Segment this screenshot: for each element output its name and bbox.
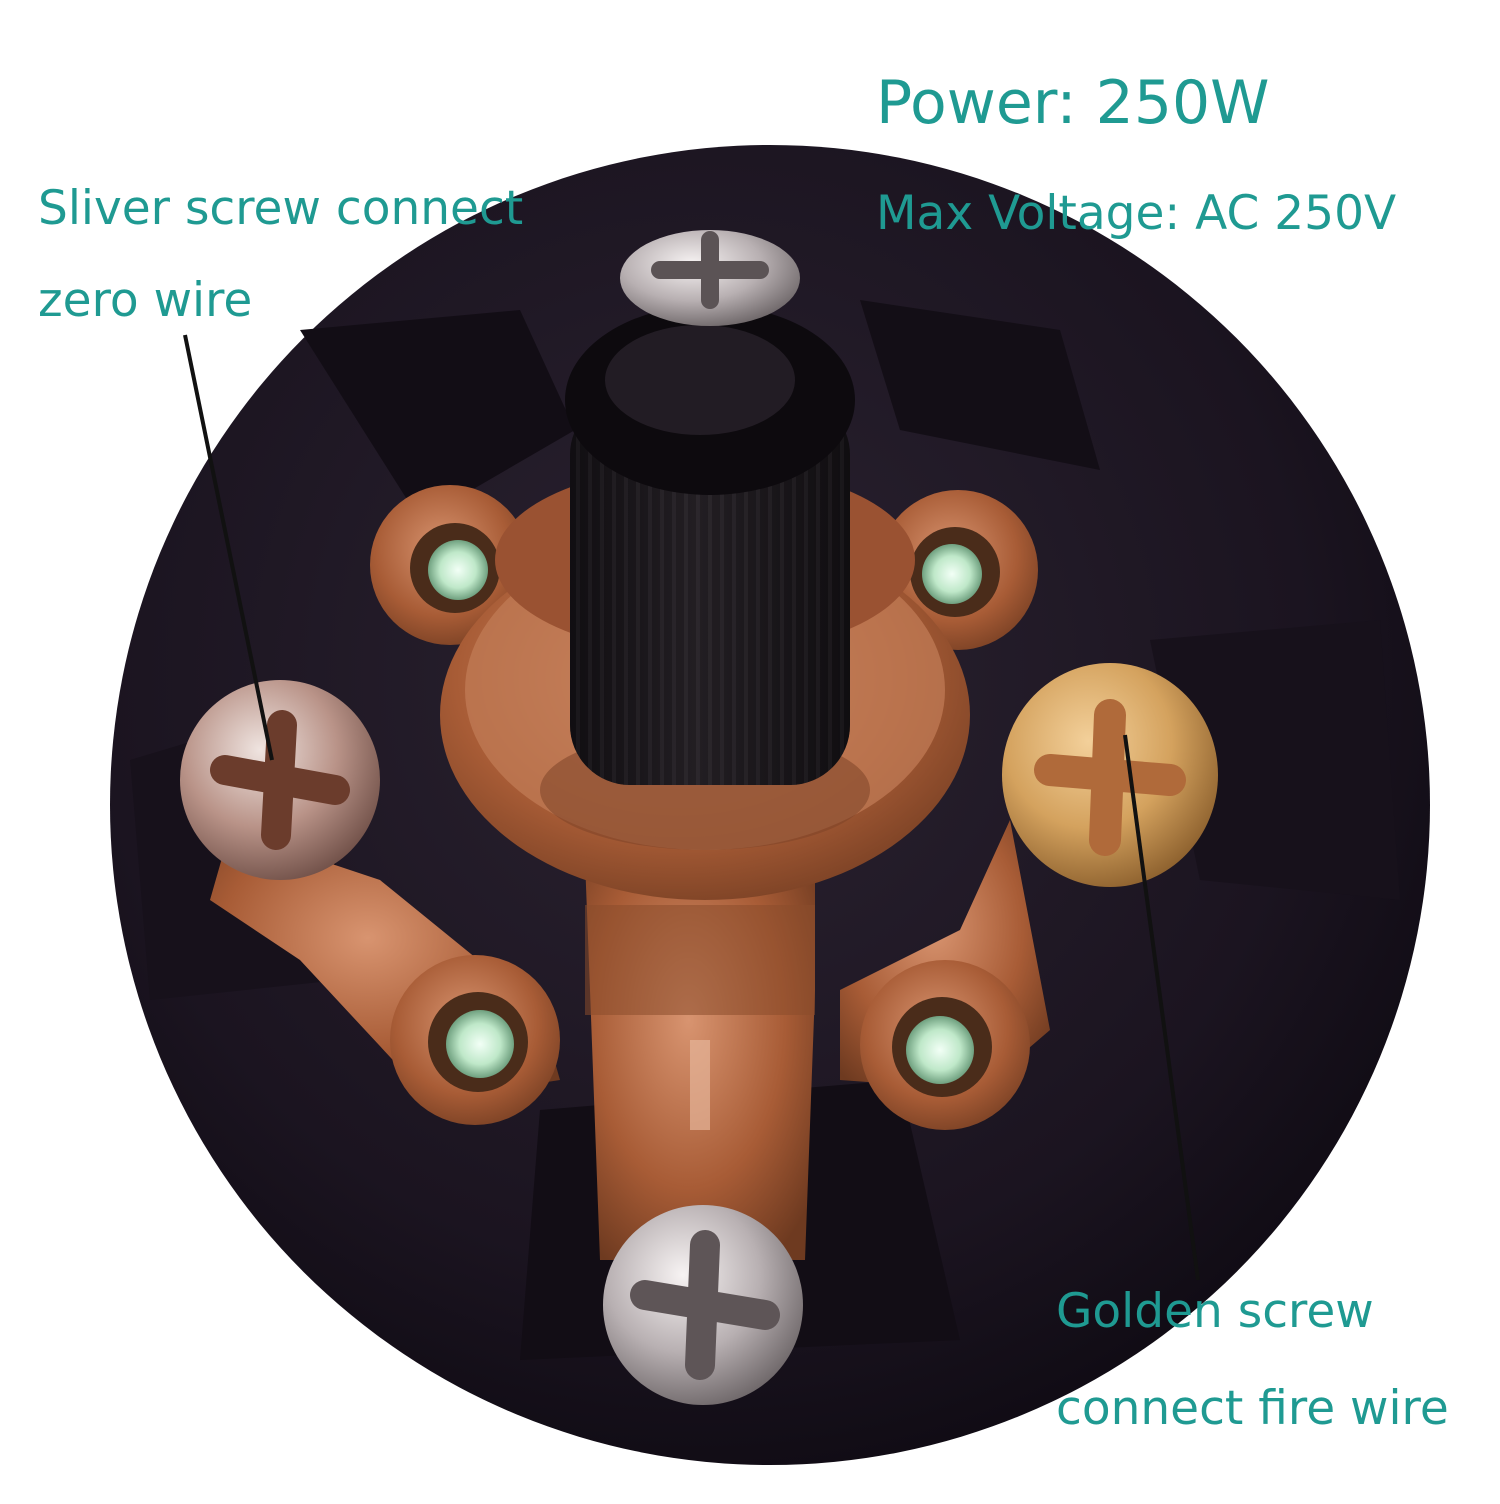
bottom-screw-icon: [603, 1205, 803, 1405]
rivet-bottom-left: [390, 955, 560, 1125]
golden-screw-label-line1: Golden screw: [1056, 1284, 1374, 1339]
top-screw-icon: [620, 230, 800, 326]
silver-pointer-line: [183, 334, 274, 761]
golden-pointer-line: [1123, 734, 1200, 1281]
golden-screw-label-line2: connect fire wire: [1056, 1381, 1449, 1436]
rivet-bottom-right: [860, 960, 1030, 1130]
knurled-shaft: [565, 305, 855, 785]
power-spec-label: Power: 250W: [876, 68, 1270, 138]
silver-screw-label-line2: zero wire: [38, 273, 253, 328]
voltage-spec-label: Max Voltage: AC 250V: [876, 186, 1397, 241]
golden-screw-icon: [1002, 663, 1218, 887]
rivet-top-left: [370, 485, 530, 645]
silver-screw-icon: [180, 680, 380, 880]
copper-center-tab: [585, 860, 815, 1260]
silver-screw-label-line1: Sliver screw connect: [38, 181, 524, 236]
